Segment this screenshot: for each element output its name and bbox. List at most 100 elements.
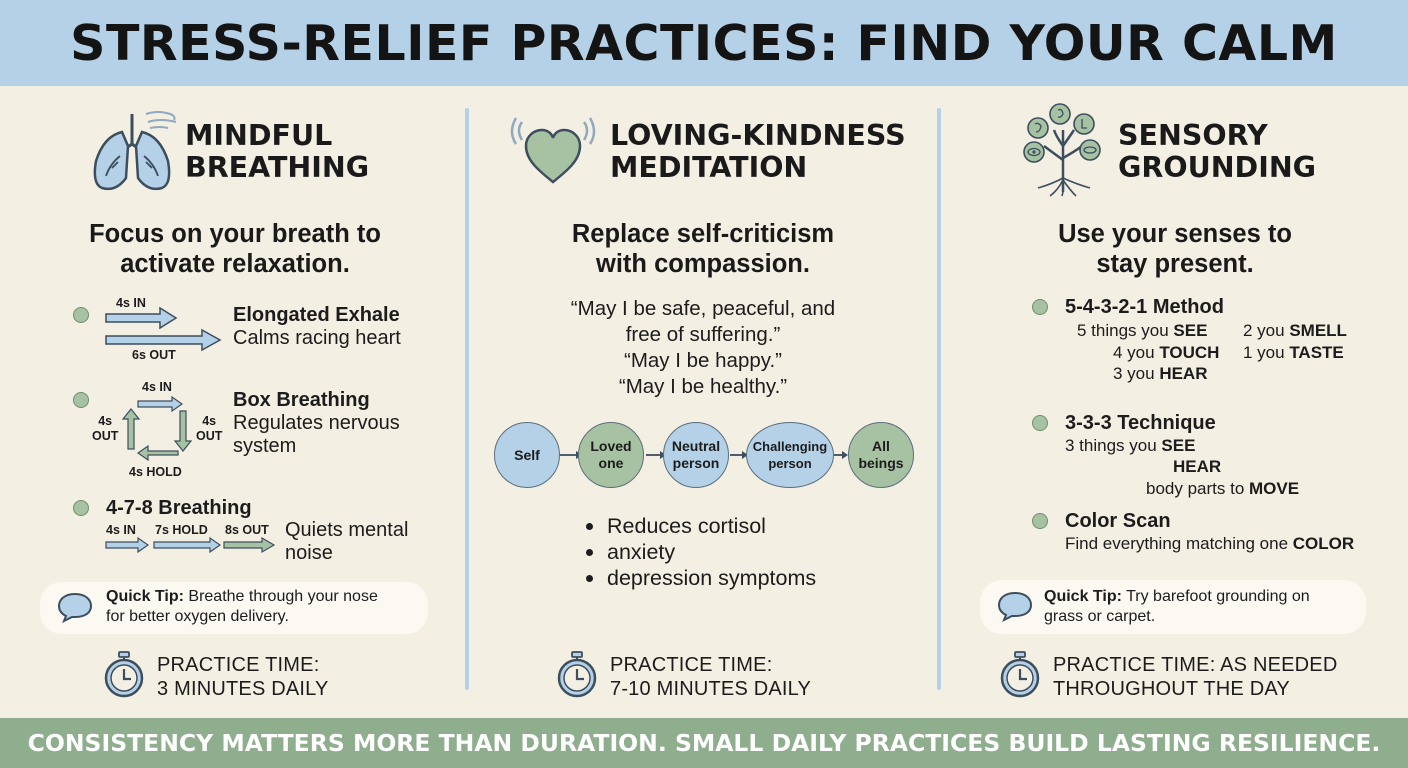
technique-move: body parts to MOVE [1146, 478, 1299, 499]
speech-bubble-icon [997, 591, 1033, 622]
header-banner: STRESS-RELIEF PRACTICES: FIND YOUR CALM [0, 0, 1408, 86]
method-keyword: TASTE [1289, 343, 1344, 362]
bullet-dot [1032, 415, 1048, 431]
method-keyword: SEE [1173, 321, 1208, 340]
method-text: 3 you [1113, 364, 1160, 383]
box-breathing-arrows-icon [121, 395, 193, 462]
box-desc-line: system [233, 435, 297, 457]
box-desc-line: Regulates nervous [233, 412, 400, 434]
subtitle-line: stay present. [1096, 250, 1254, 278]
box-title: Box Breathing [233, 389, 370, 411]
flow-node-label: Challenging [752, 439, 828, 454]
practice-time-line: THROUGHOUT THE DAY [1053, 678, 1290, 700]
phrase-line: “May I be happy.” [624, 349, 782, 372]
method-keyword: SMELL [1289, 321, 1347, 340]
title-line: MINDFUL [185, 119, 333, 152]
bullet-dot [1032, 299, 1048, 315]
sensory-tree-icon [1023, 103, 1101, 197]
section-subtitle: Focus on your breath to activate relaxat… [30, 219, 440, 279]
quick-tip-label: Quick Tip: [1044, 588, 1122, 605]
practice-time-line: 7-10 MINUTES DAILY [610, 678, 812, 700]
heart-icon [510, 117, 596, 184]
quick-tip-line: for better oxygen delivery. [106, 608, 289, 625]
quick-tip-text: Quick Tip: Try barefoot grounding on gra… [1044, 587, 1362, 627]
title-line: MEDITATION [610, 151, 808, 184]
column-divider [465, 108, 469, 690]
color-scan-keyword: COLOR [1292, 534, 1355, 553]
box-left-label-line: OUT [92, 429, 119, 443]
lungs-icon [93, 111, 177, 191]
footer-message: CONSISTENCY MATTERS MORE THAN DURATION. … [27, 729, 1381, 757]
four78-desc-line: noise [285, 542, 333, 564]
benefits-list: Reduces cortisol anxiety depression symp… [586, 513, 816, 591]
bullet-dot [73, 392, 89, 408]
title-line: SENSORY [1118, 119, 1268, 152]
technique-333-title: 3-3-3 Technique [1065, 412, 1216, 434]
box-top-label: 4s IN [142, 380, 172, 394]
box-left-label-line: 4s [98, 414, 113, 428]
color-scan-title: Color Scan [1065, 510, 1171, 532]
quick-tip-line: Breathe through your nose [188, 588, 378, 605]
title-line: BREATHING [185, 151, 370, 184]
phrase-line: free of suffering.” [625, 323, 781, 346]
quick-tip-box: Quick Tip: Try barefoot grounding on gra… [980, 580, 1366, 634]
exhale-arrows-icon [105, 306, 222, 352]
exhale-title: Elongated Exhale [233, 304, 400, 326]
four78-desc-line: Quiets mental [285, 519, 409, 541]
title-line: GROUNDING [1118, 151, 1317, 184]
box-bottom-label: 4s HOLD [129, 465, 182, 479]
four78-out-label: 8s OUT [225, 523, 269, 537]
flow-node-label: Neutral [671, 438, 721, 454]
quick-tip-box: Quick Tip: Breathe through your nose for… [40, 582, 428, 634]
technique-see: 3 things you SEE [1065, 435, 1195, 456]
box-left-label: 4s OUT [92, 414, 118, 444]
section-title: LOVING-KINDNESS MEDITATION [610, 120, 906, 184]
bullet-dot [73, 500, 89, 516]
box-desc: Regulates nervous system [233, 412, 400, 458]
flow-node-label: All [872, 438, 890, 454]
flow-node-challenging-person: Challenging person [746, 422, 834, 488]
method-text: 2 you [1243, 321, 1290, 340]
box-right-label-line: OUT [196, 429, 223, 443]
column-divider [937, 108, 941, 690]
page-title: STRESS-RELIEF PRACTICES: FIND YOUR CALM [70, 14, 1338, 72]
method-keyword: HEAR [1159, 364, 1208, 383]
technique-hear: HEAR [1173, 456, 1221, 477]
title-line: LOVING-KINDNESS [610, 119, 906, 152]
method-touch: 4 you TOUCH [1113, 342, 1219, 363]
method-smell: 2 you SMELL [1243, 320, 1347, 341]
four78-arrows-icon [105, 536, 276, 554]
bullet-dot [1032, 513, 1048, 529]
exhale-out-label: 6s OUT [132, 348, 176, 362]
stopwatch-icon [1000, 651, 1040, 698]
subtitle-line: Replace self-criticism [571, 220, 835, 248]
subtitle-line: activate relaxation. [120, 250, 350, 278]
phrase-line: “May I be safe, peaceful, and [570, 297, 836, 320]
flow-node-self: Self [494, 422, 560, 488]
subtitle-line: with compassion. [596, 250, 810, 278]
practice-time: PRACTICE TIME: 3 MINUTES DAILY [157, 653, 329, 701]
practice-time-line: PRACTICE TIME: [610, 654, 773, 676]
flow-node-label: one [598, 455, 624, 471]
list-item: anxiety [586, 539, 816, 565]
color-scan-desc: Find everything matching one COLOR [1065, 533, 1354, 554]
four78-title: 4-7-8 Breathing [106, 497, 252, 519]
section-title: SENSORY GROUNDING [1118, 120, 1316, 184]
bullet-dot [73, 307, 89, 323]
practice-time: PRACTICE TIME: AS NEEDED THROUGHOUT THE … [1053, 653, 1338, 701]
practice-time: PRACTICE TIME: 7-10 MINUTES DAILY [610, 653, 811, 701]
practice-time-line: 3 MINUTES DAILY [157, 678, 329, 700]
technique-keyword: MOVE [1249, 479, 1300, 498]
practice-time-line: PRACTICE TIME: AS NEEDED [1053, 654, 1338, 676]
flow-node-label: person [768, 456, 812, 471]
quick-tip-line: grass or carpet. [1044, 608, 1156, 625]
method-text: 1 you [1243, 343, 1290, 362]
compassion-flow-arrows [560, 451, 848, 459]
quick-tip-line: Try barefoot grounding on [1126, 588, 1310, 605]
method-taste: 1 you TASTE [1243, 342, 1344, 363]
method-see: 5 things you SEE [1077, 320, 1207, 341]
method-hear: 3 you HEAR [1113, 363, 1207, 384]
